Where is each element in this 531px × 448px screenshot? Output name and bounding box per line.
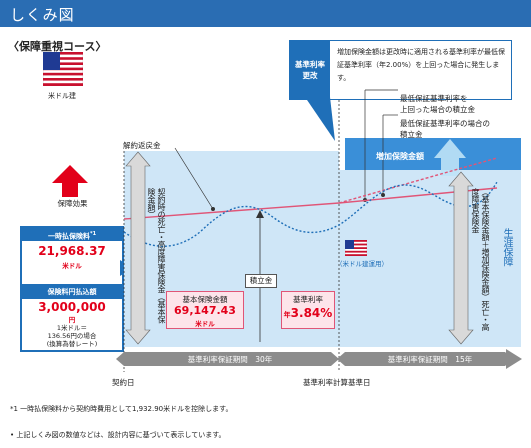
reserve-line-min [123, 202, 340, 220]
paid-amount-card: 保険料円払込額 3,000,000 円 1米ドル＝ 136.56円の場合 (換算… [20, 284, 124, 352]
legend-below: 最低保証基準利率の場合の 積立金 [400, 119, 490, 139]
period-bar-2 [337, 352, 513, 366]
callout-tag-line2: 更改 [302, 71, 318, 80]
section-title: 〈保障重視コース〉 [8, 40, 107, 53]
usd-mini-flag-icon [345, 240, 367, 256]
rate-box: 基準利率 年3.84% [281, 291, 335, 329]
death-benefit-label-1: 契約時の死亡・高度障害保険金（基本保険金額） [147, 188, 166, 323]
reserve-label: 積立金 [245, 274, 277, 288]
paid-amount-unit: 円 [68, 316, 76, 324]
rate-prefix: 年 [283, 311, 291, 319]
callout-pointer [305, 97, 335, 141]
reserve-line-above [338, 157, 498, 204]
legend-dot-below [381, 193, 385, 197]
surrender-value-curve [123, 181, 498, 247]
death-benefit-label-2: （基本保険金額＋増加保険金額）死亡・高度障害保険金 [471, 188, 490, 331]
basic-amount-label: 基本保険金額 [182, 295, 228, 304]
lump-premium-header: 一時払保険料*1 [22, 228, 122, 241]
page-title: しくみ図 [10, 6, 75, 24]
lump-premium-value: 21,968.37 [38, 244, 106, 258]
rate-note-3: (換算為替レート) [46, 340, 98, 348]
usd-operation-label: （米ドル建運用） [336, 260, 388, 268]
period-label-1: 基準利率保証期間 30年 [187, 355, 273, 364]
flag-caption: 米ドル建 [48, 92, 76, 100]
period-bar-1 [116, 352, 339, 366]
contract-day-label: 契約日 [112, 378, 135, 387]
increase-amount-band [345, 138, 521, 170]
period-label-2: 基準利率保証期間 15年 [387, 355, 473, 364]
lump-premium-label: 一時払保険料 [47, 232, 90, 241]
reserve-arrow-head [256, 210, 264, 218]
callout-text: 増加保険金額は更改時に適用される基準利率が最低保証基準利率（年2.00%）を上回… [337, 48, 505, 82]
basic-amount-unit: 米ドル [195, 320, 215, 328]
surrender-leader [174, 147, 214, 210]
period-bar-tip [506, 349, 522, 369]
rate-note-2: 136.56円の場合 [47, 332, 97, 340]
paid-amount-value: 3,000,000 [38, 300, 106, 314]
rate-value: 3.84% [290, 306, 333, 320]
callout-tag-line1: 基準利率 [295, 60, 325, 69]
basic-amount-value: 69,147.43 [174, 304, 236, 317]
benefit-effect-label: 保障効果 [57, 199, 88, 208]
death-benefit-arrow-2 [448, 171, 474, 345]
us-flag-icon [43, 52, 83, 86]
basic-amount-box: 基本保険金額 69,147.43 米ドル [166, 291, 244, 329]
increase-up-arrow [434, 139, 466, 176]
benefit-arrow-icon [52, 165, 88, 197]
rate-note-1: 1米ドル＝ [56, 324, 88, 332]
legend-above: 最低保証基準利率を 上回った場合の積立金 [400, 94, 475, 114]
surrender-label: 解約返戻金 [123, 141, 161, 150]
footnote-2: • 上記しくみ図の数値などは、設計内容に基づいて表示しています。 [10, 431, 226, 439]
header-bar [0, 0, 531, 27]
paid-amount-label: 保険料円払込額 [22, 286, 122, 299]
footnote-1: *1 一時払保険料から契約時費用として1,932.90米ドルを控除します。 [10, 405, 233, 413]
whole-life-label: 生涯保障 [501, 228, 512, 266]
rate-label: 基準利率 [293, 295, 323, 304]
reserve-line-min-2 [338, 187, 498, 204]
rate-update-callout: 基準利率更改 増加保険金額は更改時に適用される基準利率が最低保証基準利率（年2.… [289, 40, 512, 100]
lump-premium-mark: *1 [89, 231, 97, 237]
lump-premium-unit: 米ドル [62, 262, 82, 270]
rate-calc-day-label: 基準利率計算基準日 [303, 378, 371, 387]
death-benefit-arrow-1 [125, 151, 151, 345]
increase-amount-label: 増加保険金額 [376, 152, 424, 161]
callout-tag: 基準利率更改 [290, 41, 330, 99]
